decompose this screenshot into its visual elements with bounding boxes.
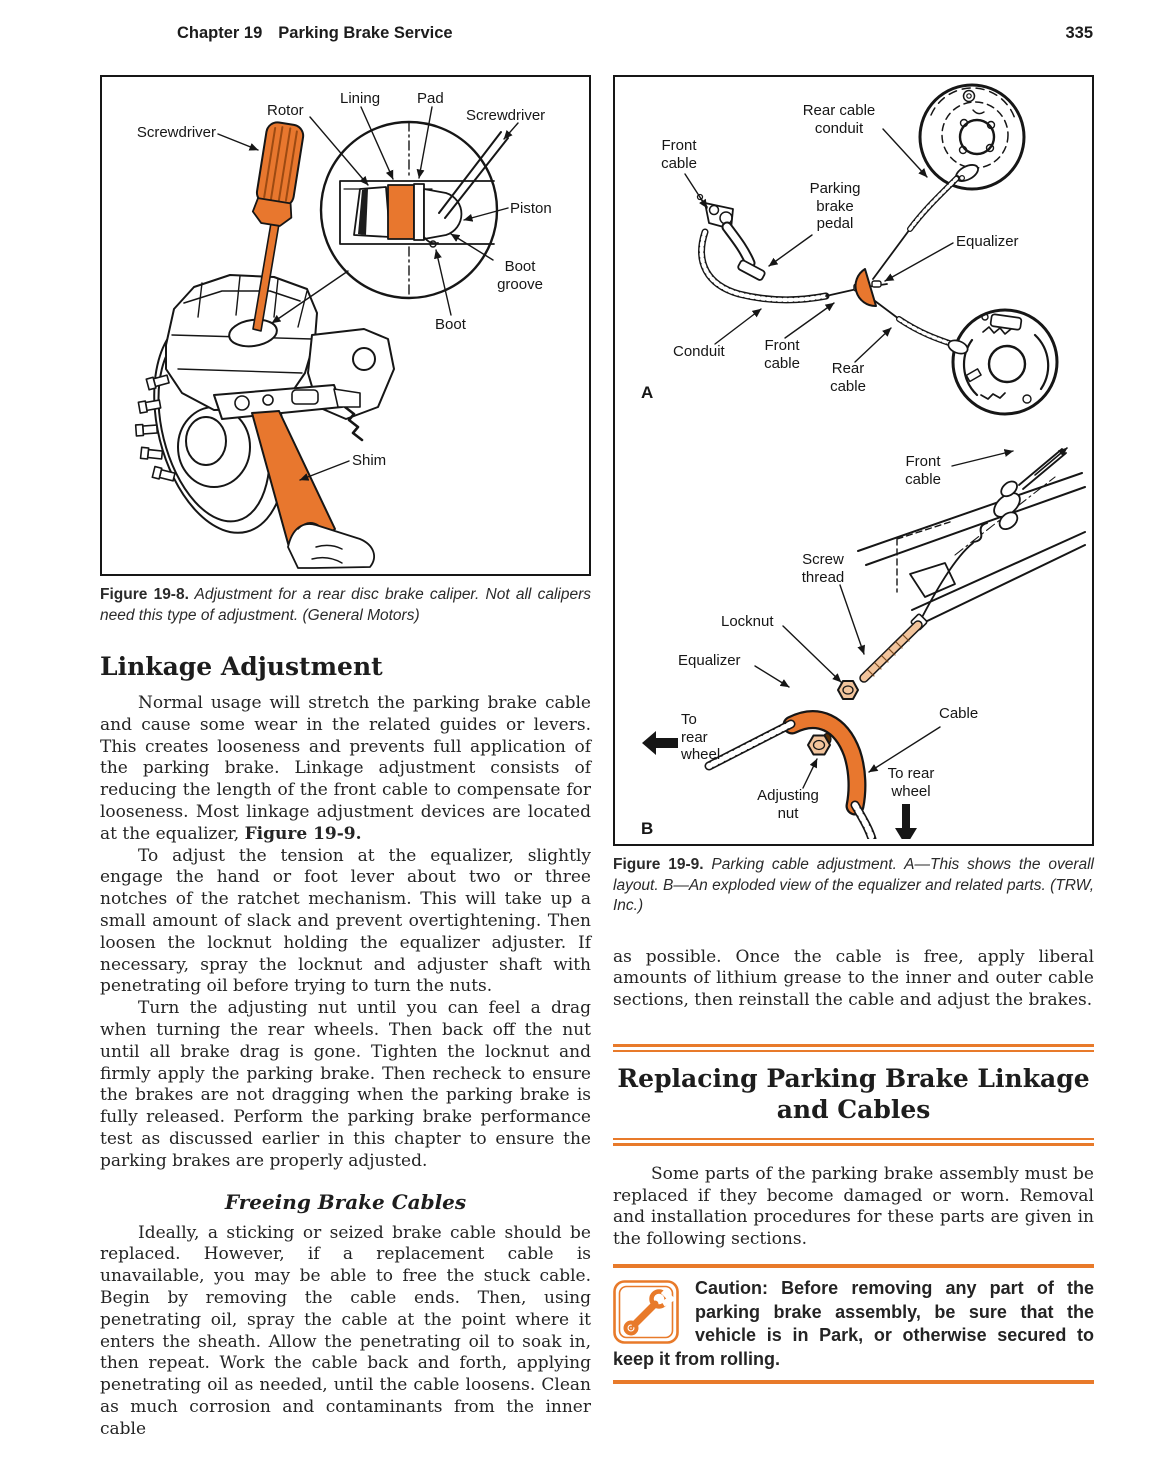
fig9b-label-locknut: Locknut bbox=[721, 613, 774, 630]
caution-rule-top bbox=[613, 1264, 1094, 1269]
chapter-title: Parking Brake Service bbox=[278, 24, 453, 42]
figure-19-9: Rear cable conduit Front cable Parking b… bbox=[613, 75, 1094, 846]
fig9a-label-rear-cable: Rear cable bbox=[830, 360, 866, 395]
paragraph-linkage-1: Normal usage will stretch the parking br… bbox=[100, 693, 591, 846]
fig9b-label-screw-thread: Screw thread bbox=[801, 551, 845, 586]
fig8-label-screwdriver-right: Screwdriver bbox=[466, 107, 546, 124]
figure-19-8-caption: Figure 19-8. Adjustment for a rear disc … bbox=[100, 585, 591, 626]
paragraph-linkage-3: Turn the adjusting nut until you can fee… bbox=[100, 998, 591, 1171]
heading-replacing-parking-brake-linkage: Replacing Parking Brake Linkage and Cabl… bbox=[617, 1063, 1090, 1124]
fig8-label-lining: Lining bbox=[340, 90, 381, 107]
wrench-icon bbox=[613, 1280, 679, 1344]
fig8-label-screwdriver-left: Screwdriver bbox=[136, 124, 216, 141]
heading-rule-top bbox=[613, 1043, 1094, 1052]
figure-19-8-illustration bbox=[134, 106, 519, 569]
fig9b-label-to-rear-wheel-right: To rear wheel bbox=[887, 765, 935, 800]
figure-19-9-caption: Figure 19-9. Parking cable adjustment. A… bbox=[613, 855, 1094, 917]
left-column: Screwdriver Rotor Lining Pad Screwdriver… bbox=[100, 75, 591, 1441]
fig8-label-boot-groove: Boot groove bbox=[497, 258, 543, 293]
heading-linkage-adjustment: Linkage Adjustment bbox=[100, 652, 383, 681]
fig9b-label-front-cable: Front cable bbox=[905, 453, 941, 488]
fig8-label-piston: Piston bbox=[510, 200, 552, 217]
fig9-panel-b-marker: B bbox=[641, 819, 654, 838]
figure-19-8: Screwdriver Rotor Lining Pad Screwdriver… bbox=[100, 75, 591, 576]
fig9a-label-rear-cable-conduit: Rear cable conduit bbox=[802, 102, 876, 137]
heading-freeing-brake-cables: Freeing Brake Cables bbox=[224, 1189, 467, 1214]
fig9b-label-equalizer: Equalizer bbox=[678, 652, 741, 669]
fig8-label-shim: Shim bbox=[352, 452, 387, 469]
caution-rule-bottom bbox=[613, 1380, 1094, 1385]
paragraph-linkage-2: To adjust the tension at the equalizer, … bbox=[100, 845, 591, 997]
figure-19-8-caption-label: Figure 19-8. bbox=[100, 586, 189, 603]
fig9a-label-front-cable: Front cable bbox=[661, 137, 697, 172]
fig9b-label-cable: Cable bbox=[939, 705, 979, 722]
fig9a-label-conduit: Conduit bbox=[673, 343, 725, 360]
caution-body: Caution: Before removing any part of the… bbox=[613, 1268, 1094, 1380]
caution-box: Caution: Before removing any part of the… bbox=[613, 1264, 1094, 1385]
fig9a-label-front-cable-2: Front cable bbox=[764, 337, 800, 372]
fig8-label-rotor: Rotor bbox=[267, 102, 304, 119]
fig8-label-pad: Pad bbox=[417, 90, 444, 107]
paragraph-freeing-1: Ideally, a sticking or seized brake cabl… bbox=[100, 1222, 591, 1439]
fig9b-label-adjusting-nut: Adjusting nut bbox=[757, 787, 819, 822]
chapter-number: Chapter 19 bbox=[177, 24, 263, 42]
figure-19-8-caption-text: Adjustment for a rear disc brake caliper… bbox=[100, 586, 591, 624]
paragraph-linkage-1-text: Normal usage will stretch the parking br… bbox=[100, 693, 591, 844]
fig9-panel-a-marker: A bbox=[641, 383, 654, 402]
figure-19-9-illustration bbox=[642, 83, 1086, 839]
fig9a-label-equalizer: Equalizer bbox=[956, 233, 1019, 250]
figure-19-9-caption-text: Parking cable adjustment. A—This shows t… bbox=[613, 856, 1094, 914]
fig8-label-boot: Boot bbox=[435, 316, 466, 333]
figure-19-9-caption-label: Figure 19-9. bbox=[613, 856, 704, 873]
figure-19-9-reference: Figure 19-9. bbox=[244, 823, 362, 844]
running-header: Chapter 19 Parking Brake Service bbox=[177, 24, 453, 43]
right-column: Rear cable conduit Front cable Parking b… bbox=[613, 75, 1094, 1385]
caution-text: Caution: Before removing any part of the… bbox=[613, 1278, 1094, 1369]
section-heading-block: Replacing Parking Brake Linkage and Cabl… bbox=[613, 1043, 1094, 1146]
fig9b-label-to-rear-wheel-left: To rear wheel bbox=[681, 711, 721, 763]
page-number: 335 bbox=[1065, 24, 1093, 42]
fig9a-label-parking-brake-pedal: Parking brake pedal bbox=[809, 180, 861, 232]
heading-rule-bottom bbox=[613, 1137, 1094, 1146]
paragraph-replacing-intro: Some parts of the parking brake assembly… bbox=[613, 1163, 1094, 1250]
paragraph-freeing-continued: as possible. Once the cable is free, app… bbox=[613, 946, 1094, 1011]
